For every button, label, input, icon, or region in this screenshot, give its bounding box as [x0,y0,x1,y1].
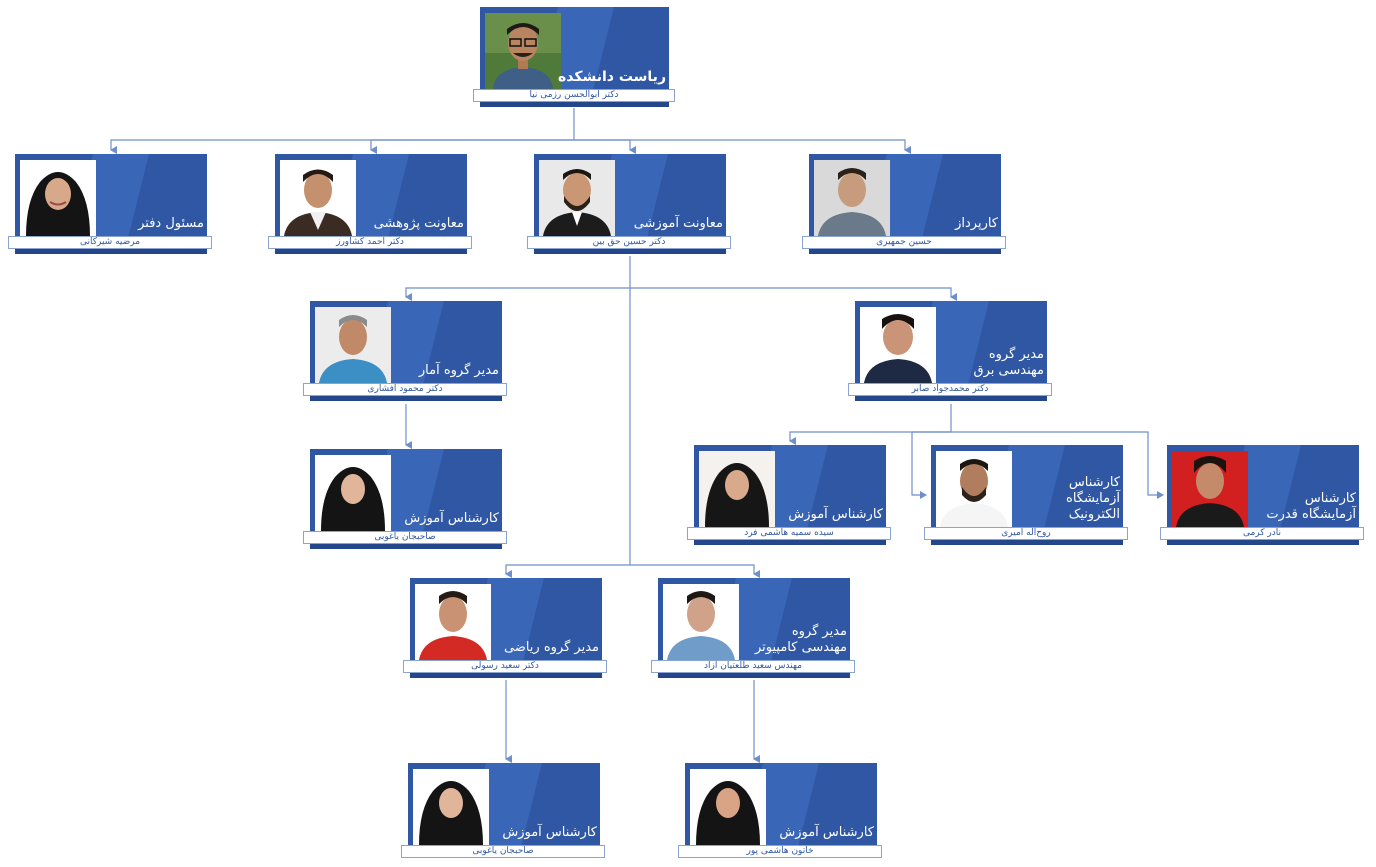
node-name: دکتر محمود افشاری [303,383,507,396]
org-node-math-expert[interactable]: کارشناس آموزش صاحبجان یاغوبی [401,763,605,867]
node-card: ریاست دانشکده [480,7,669,89]
node-card: مسئول دفتر [15,154,207,236]
photo-portrait [663,584,739,660]
node-card: کارشناس آموزش [694,445,886,527]
node-underbar [931,540,1123,545]
node-card: معاونت آموزشی [534,154,726,236]
node-title: مدیر گروه ریاضی [503,640,599,655]
org-node-research-deputy[interactable]: معاونت پژوهشی دکتر احمد کشاورز [268,154,472,258]
photo-portrait [690,769,766,845]
node-title: کارشناس آموزش [779,825,874,840]
node-underbar [694,540,886,545]
node-title: کارشناس آموزش [788,507,883,522]
node-underbar [310,396,502,401]
node-card: معاونت پژوهشی [275,154,467,236]
node-card: کارشناس آموزش [310,449,502,531]
node-name: دکتر حسین حق بین [527,236,731,249]
node-underbar [480,102,669,107]
node-name: دکتر ابوالحسن رزمی نیا [473,89,675,102]
node-card: مدیر گروه مهندسی برق [855,301,1047,383]
photo-portrait [860,307,936,383]
org-node-ee-head[interactable]: مدیر گروه مهندسی برق دکتر محمدجواد صابر [848,301,1052,405]
node-card: کارشناس آموزش [685,763,877,845]
node-underbar [658,673,850,678]
node-underbar [534,249,726,254]
node-name: سیده سمیه هاشمی فرد [687,527,891,540]
photo-portrait [280,160,356,236]
node-title: کارشناس آزمایشگاه قدرت [1266,491,1356,522]
node-name: دکتر محمدجواد صابر [848,383,1052,396]
node-underbar [410,673,602,678]
org-node-ee-education-expert[interactable]: کارشناس آموزش سیده سمیه هاشمی فرد [687,445,891,549]
node-name: صاحبجان یاغوبی [303,531,507,544]
node-title: مسئول دفتر [138,216,204,231]
org-node-dean[interactable]: ریاست دانشکده دکتر ابوالحسن رزمی نیا [473,7,675,111]
org-node-statistics-head[interactable]: مدیر گروه آمار دکتر محمود افشاری [303,301,507,405]
node-card: کارشناس آموزش [408,763,600,845]
org-node-education-deputy[interactable]: معاونت آموزشی دکتر حسین حق بین [527,154,731,258]
photo-portrait [814,160,890,236]
node-name: مرضیه شیرکانی [8,236,212,249]
node-name: نادر کرمی [1160,527,1364,540]
photo-portrait [936,451,1012,527]
photo-portrait [315,455,391,531]
node-underbar [275,249,467,254]
node-card: مدیر گروه مهندسی کامپیوتر [658,578,850,660]
org-node-electronics-lab-expert[interactable]: کارشناس آزمایشگاه الکترونیک روح‌اله امیر… [924,445,1128,549]
node-name: صاحبجان یاغوبی [401,845,605,858]
photo-portrait [413,769,489,845]
node-title: معاونت پژوهشی [373,216,464,231]
node-card: مدیر گروه ریاضی [410,578,602,660]
org-node-office-manager[interactable]: مسئول دفتر مرضیه شیرکانی [8,154,212,258]
photo-portrait [415,584,491,660]
node-title: مدیر گروه مهندسی کامپیوتر [754,624,847,655]
node-title: ریاست دانشکده [557,69,666,85]
node-title: کارپرداز [955,216,998,231]
photo-portrait [485,13,561,89]
node-underbar [855,396,1047,401]
node-underbar [809,249,1001,254]
node-name: روح‌اله امیری [924,527,1128,540]
node-name: دکتر احمد کشاورز [268,236,472,249]
org-node-ce-expert[interactable]: کارشناس آموزش خاتون هاشمی پور [678,763,882,867]
photo-portrait [699,451,775,527]
node-title: کارشناس آموزش [502,825,597,840]
org-node-statistics-expert[interactable]: کارشناس آموزش صاحبجان یاغوبی [303,449,507,553]
node-underbar [15,249,207,254]
node-card: کارشناس آزمایشگاه الکترونیک [931,445,1123,527]
node-card: کارشناس آزمایشگاه قدرت [1167,445,1359,527]
node-title: کارشناس آموزش [404,511,499,526]
org-node-ce-head[interactable]: مدیر گروه مهندسی کامپیوتر مهندس سعید طلع… [651,578,855,682]
photo-portrait [539,160,615,236]
node-name: خاتون هاشمی پور [678,845,882,858]
photo-portrait [1172,451,1248,527]
node-card: کارپرداز [809,154,1001,236]
org-node-math-head[interactable]: مدیر گروه ریاضی دکتر سعید رسولی [403,578,607,682]
org-node-procurement[interactable]: کارپرداز حسین جمهیری [802,154,1006,258]
node-name: دکتر سعید رسولی [403,660,607,673]
node-card: مدیر گروه آمار [310,301,502,383]
node-title: مدیر گروه آمار [418,363,499,378]
node-underbar [1167,540,1359,545]
org-node-power-lab-expert[interactable]: کارشناس آزمایشگاه قدرت نادر کرمی [1160,445,1364,549]
node-underbar [310,544,502,549]
node-title: مدیر گروه مهندسی برق [973,347,1044,378]
node-title: معاونت آموزشی [633,216,723,231]
photo-portrait [20,160,96,236]
photo-portrait [315,307,391,383]
node-name: مهندس سعید طلعتیان آزاد [651,660,855,673]
node-name: حسین جمهیری [802,236,1006,249]
node-title: کارشناس آزمایشگاه الکترونیک [1066,475,1120,522]
